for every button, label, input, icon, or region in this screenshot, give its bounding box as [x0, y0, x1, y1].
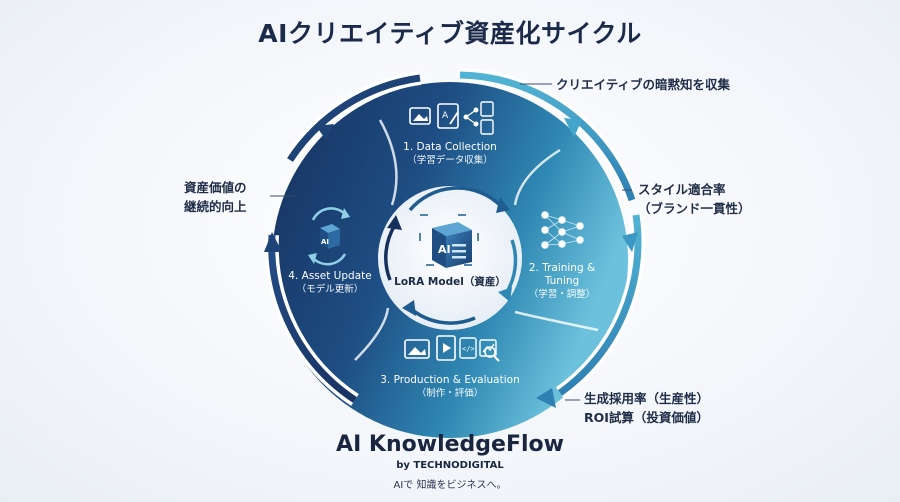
arrow-head-4: [264, 232, 282, 252]
segment-title-cont: Tuning: [544, 275, 580, 287]
annotation-line: 資産価値の: [184, 180, 247, 195]
page-title: AIクリエイティブ資産化サイクル: [258, 19, 642, 48]
divider-bottom-right: [514, 310, 599, 332]
divider-bottom-left: [354, 307, 390, 361]
svg-text:</>: </>: [462, 345, 475, 353]
center-label: LoRA Model（資産）: [394, 276, 506, 288]
segment-subtitle: （モデル更新）: [296, 284, 364, 295]
annotation-line: （ブランド一貫性）: [638, 201, 751, 216]
segment-subtitle: （学習・調整）: [528, 289, 596, 300]
arrow-head-2: [622, 232, 638, 252]
text-edit-icon: A: [437, 103, 459, 129]
inner-arrow-top: [408, 186, 502, 212]
arrow-head-1: [564, 118, 582, 137]
outer-arc-right: [557, 214, 642, 396]
annotation-asset-value: 資産価値の 継続的向上: [184, 178, 247, 216]
inner-arrow-left: [384, 224, 397, 281]
ai-cube-icon: AI: [419, 214, 479, 268]
arrow-head-3: [536, 388, 556, 408]
document-icons: [480, 101, 494, 135]
neural-network-icon: [541, 211, 584, 249]
annotation-line: スタイル適合率: [638, 182, 726, 197]
divider-top-left: [378, 119, 398, 206]
annotation-line: 生成採用率（生産性）: [584, 391, 710, 406]
code-file-icon: </>: [459, 337, 477, 359]
segment-title: 1. Data Collection: [403, 141, 497, 153]
annotation-line: 継続的向上: [184, 199, 247, 214]
segment-subtitle: （学習データ収集）: [407, 155, 493, 166]
segment-subtitle: （制作・評価）: [416, 388, 484, 399]
video-file-icon: [436, 335, 456, 361]
segment-asset-update: 4. Asset Update （モデル更新）: [285, 270, 375, 296]
segment-title: 3. Production & Evaluation: [380, 374, 520, 386]
image-file-icon: [409, 107, 431, 125]
refresh-cycle-icon: AI: [308, 207, 350, 266]
inner-arrow-bottom: [408, 306, 476, 325]
outer-arc-top-right: [459, 71, 636, 202]
segment-title: 2. Training &: [528, 262, 596, 274]
brand-tagline: AIで 知識をビジネスへ。: [393, 480, 507, 491]
arrow-head-5: [316, 124, 334, 140]
outer-arc-left: [268, 234, 357, 403]
svg-text:AI: AI: [321, 238, 329, 246]
annotation-style-fit: スタイル適合率 （ブランド一貫性）: [638, 180, 751, 218]
outer-arc-top-left: [287, 74, 421, 162]
segment-production-evaluation: 3. Production & Evaluation （制作・評価）: [375, 374, 525, 400]
svg-text:AI: AI: [438, 243, 451, 256]
segment-data-collection: 1. Data Collection （学習データ収集）: [395, 141, 505, 167]
brand-name: AI KnowledgeFlow: [336, 432, 564, 457]
annotation-collect-knowledge: クリエイティブの暗黙知を収集: [556, 77, 731, 92]
annotation-roi: 生成採用率（生産性） ROI試算（投資価値）: [584, 389, 709, 427]
brand-by-line: by TECHNODIGITAL: [396, 460, 504, 471]
gallery-image-icon: [404, 339, 430, 359]
svg-text:A: A: [442, 111, 449, 121]
divider-top-right: [513, 148, 561, 206]
annotation-line: ROI試算（投資価値）: [584, 410, 709, 425]
segment-title: 4. Asset Update: [288, 270, 372, 282]
share-nodes-icon: [463, 107, 479, 127]
segment-training-tuning: 2. Training & Tuning （学習・調整）: [522, 262, 602, 301]
analytics-magnifier-icon: [479, 339, 500, 362]
